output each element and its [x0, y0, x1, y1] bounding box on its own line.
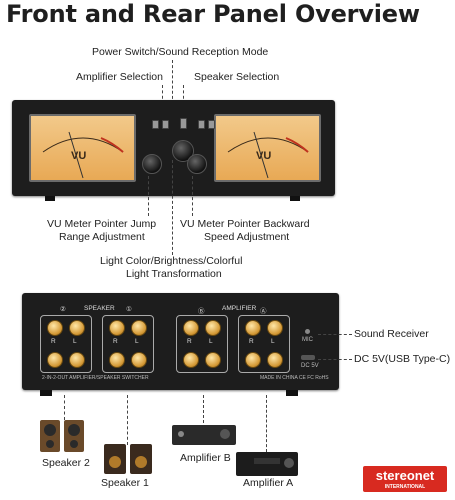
device-label-speaker2: Speaker 2: [42, 457, 90, 469]
vu-backward-knob[interactable]: [187, 154, 207, 174]
usb-c-port[interactable]: [301, 355, 315, 360]
binding-post[interactable]: [131, 352, 147, 368]
leader-line-vu-back: [192, 176, 193, 216]
label-vu-back-2: Speed Adjustment: [204, 231, 290, 243]
label-r: R: [187, 338, 192, 345]
made-in-text: MADE IN CHINA CE FC RoHS: [260, 375, 329, 381]
speaker1-left-image: [104, 444, 126, 474]
speaker2-left-image: [40, 420, 60, 452]
rear-foot-left: [40, 390, 52, 396]
binding-post[interactable]: [205, 320, 221, 336]
leader-line-dc: [318, 359, 352, 360]
terminal-group-amplifierB: R L: [176, 315, 228, 373]
label-r: R: [113, 338, 118, 345]
binding-post[interactable]: [47, 352, 63, 368]
label-light-2: Light Transformation: [126, 268, 222, 280]
label-dc-usb: DC 5V(USB Type-C): [354, 353, 451, 365]
device-label-speaker1: Speaker 1: [101, 477, 149, 489]
vu-meter-right-scale: [227, 131, 309, 179]
rear-panel: ② SPEAKER ① Ⓑ AMPLIFIER Ⓐ R L R L R L R …: [22, 293, 339, 390]
speaker2-right-image: [64, 420, 84, 452]
label-sound-receiver: Sound Receiver: [354, 328, 429, 340]
leader-line-amplifierA: [266, 395, 267, 452]
mic-hole: [305, 329, 310, 334]
amplifierB-image: [172, 425, 236, 445]
vu-label-right: VU: [256, 150, 272, 162]
binding-post[interactable]: [267, 352, 283, 368]
speaker-heading: SPEAKER: [84, 305, 115, 312]
vu-jump-knob[interactable]: [142, 154, 162, 174]
group-num-2: ②: [60, 306, 66, 313]
leader-line-amplifierB: [203, 395, 204, 423]
amp-switch-1[interactable]: [152, 120, 159, 129]
spk-switch-2[interactable]: [208, 120, 215, 129]
page-title: Front and Rear Panel Overview: [6, 0, 420, 28]
leader-line-sound-receiver: [318, 334, 352, 335]
leader-line-light: [172, 160, 173, 255]
label-speaker-selection: Speaker Selection: [194, 71, 280, 83]
front-foot-right: [290, 196, 300, 201]
amplifier-heading: AMPLIFIER: [222, 305, 257, 312]
stereonet-logo: stereonet INTERNATIONAL: [363, 466, 447, 492]
mic-label: MIC: [302, 337, 313, 343]
group-num-b: Ⓑ: [198, 308, 205, 315]
binding-post[interactable]: [245, 352, 261, 368]
front-foot-left: [45, 196, 55, 201]
label-vu-jump-1: VU Meter Pointer Jump: [47, 218, 157, 230]
label-power-switch: Power Switch/Sound Reception Mode: [92, 46, 269, 58]
device-label-amplifierA: Amplifier A: [243, 477, 294, 489]
label-l: L: [73, 338, 77, 345]
stereonet-logo-text: stereonet: [375, 468, 435, 483]
label-amplifier-selection: Amplifier Selection: [76, 71, 163, 83]
speaker1-right-image: [130, 444, 152, 474]
leader-line-speaker2: [64, 395, 65, 420]
binding-post[interactable]: [183, 352, 199, 368]
terminal-group-speaker1: R L: [102, 315, 154, 373]
binding-post[interactable]: [47, 320, 63, 336]
vu-meter-left: VU: [29, 114, 136, 182]
vu-meter-left-scale: [42, 131, 124, 179]
leader-line-speaker1: [127, 395, 128, 445]
amp-switch-2[interactable]: [162, 120, 169, 129]
label-light-1: Light Color/Brightness/Colorful: [100, 255, 243, 267]
label-l: L: [209, 338, 213, 345]
power-switch[interactable]: [180, 118, 187, 129]
binding-post[interactable]: [267, 320, 283, 336]
group-num-a: Ⓐ: [260, 308, 267, 315]
stereonet-logo-sub: INTERNATIONAL: [384, 484, 426, 490]
group-num-1: ①: [126, 306, 132, 313]
leader-line-vu-jump: [148, 176, 149, 216]
label-r: R: [51, 338, 56, 345]
vu-label-left: VU: [71, 150, 87, 162]
label-l: L: [271, 338, 275, 345]
spk-switch-1[interactable]: [198, 120, 205, 129]
terminal-group-amplifierA: R L: [238, 315, 290, 373]
terminal-group-speaker2: R L: [40, 315, 92, 373]
binding-post[interactable]: [245, 320, 261, 336]
vu-meter-right: VU: [214, 114, 321, 182]
label-r: R: [249, 338, 254, 345]
model-text: 2-IN-2-OUT AMPLIFIER/SPEAKER SWITCHER: [42, 375, 149, 381]
binding-post[interactable]: [69, 320, 85, 336]
binding-post[interactable]: [69, 352, 85, 368]
front-panel: VU VU: [12, 100, 335, 196]
label-vu-jump-2: Range Adjustment: [59, 231, 145, 243]
amplifierA-image: [236, 452, 298, 476]
binding-post[interactable]: [205, 352, 221, 368]
label-vu-back-1: VU Meter Pointer Backward: [180, 218, 310, 230]
binding-post[interactable]: [109, 352, 125, 368]
binding-post[interactable]: [183, 320, 199, 336]
binding-post[interactable]: [109, 320, 125, 336]
rear-foot-right: [286, 390, 298, 396]
dc-label: DC 5V: [301, 363, 319, 369]
binding-post[interactable]: [131, 320, 147, 336]
label-l: L: [135, 338, 139, 345]
device-label-amplifierB: Amplifier B: [180, 452, 231, 464]
